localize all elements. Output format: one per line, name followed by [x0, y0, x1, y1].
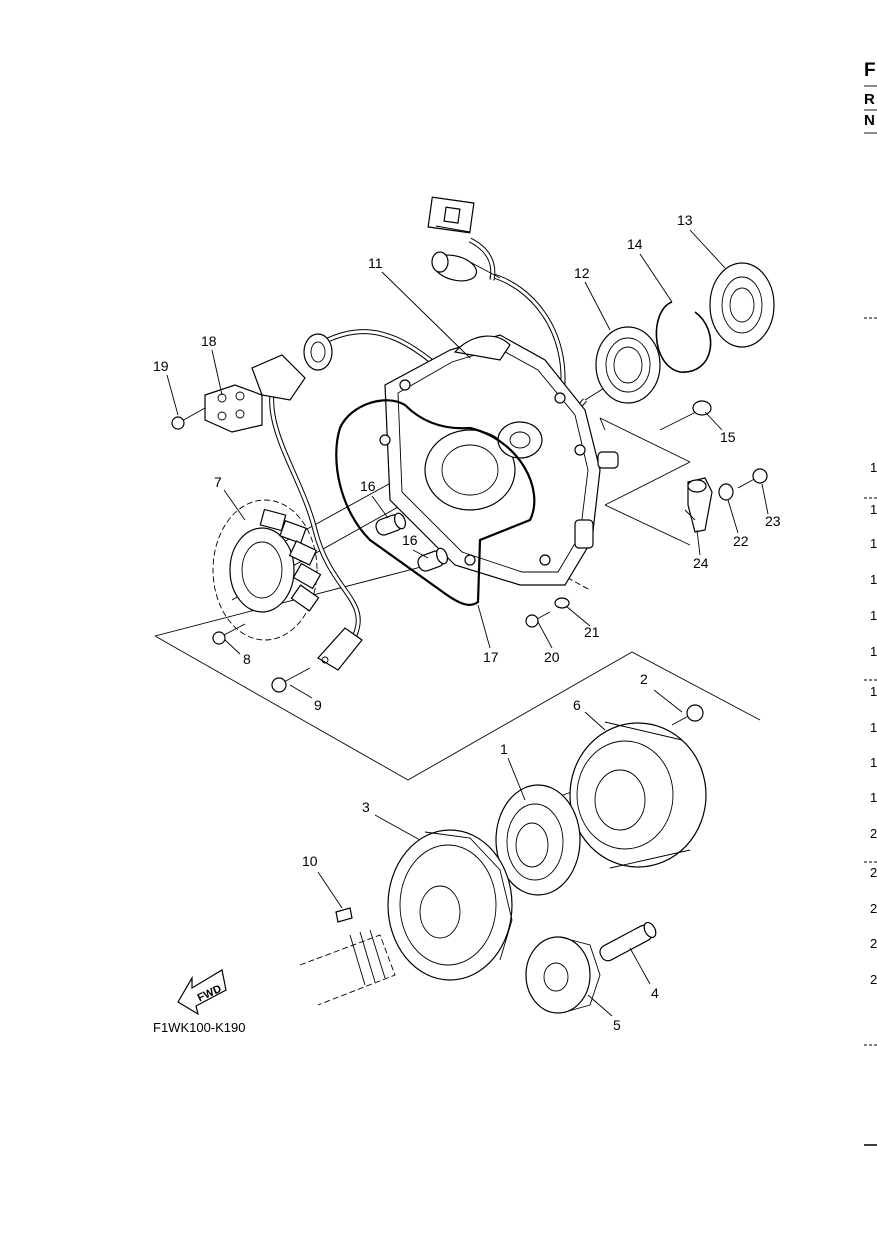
edge-row-marker: 2 [870, 865, 877, 880]
callout-6: 6 [573, 697, 581, 713]
callout-9: 9 [314, 697, 322, 713]
callout-22: 22 [733, 533, 749, 549]
pulser-connector-icon [317, 627, 363, 671]
edge-row-marker: 1 [870, 644, 877, 659]
edge-row-marker: 1 [870, 502, 877, 517]
forward-direction-arrow: FWD [177, 969, 227, 1016]
edge-row-marker: 1 [870, 684, 877, 699]
washer-icon [554, 597, 570, 609]
callout-10: 10 [302, 853, 318, 869]
callout-13: 14 [627, 236, 643, 252]
edge-row-marker: 1 [870, 608, 877, 623]
right-edge-column: F R N 1 1 1 1 1 1 1 1 1 1 2 2 2 2 2 [864, 60, 877, 1146]
circlip-icon [655, 301, 712, 373]
callout-8: 8 [243, 651, 251, 667]
cover-gasket-outline [335, 399, 536, 606]
edge-header-letter: R [864, 91, 875, 108]
crankshaft-icon [299, 929, 396, 1006]
grommet-icon [204, 333, 333, 433]
callout-1: 1 [500, 741, 508, 757]
callout-19: 19 [153, 358, 169, 374]
edge-row-marker: 1 [870, 755, 877, 770]
callout-17: 17 [483, 649, 499, 665]
edge-header-letter: N [864, 112, 875, 129]
drawing-code: F1WK100-K190 [153, 1020, 246, 1035]
callout-3: 3 [362, 799, 370, 815]
callout-4: 4 [651, 985, 659, 1001]
idle-gear-icon [525, 936, 601, 1014]
callout-7: 7 [214, 474, 222, 490]
edge-row-marker: 1 [870, 572, 877, 587]
edge-row-marker: 1 [870, 536, 877, 551]
callout-leader-lines [166, 229, 769, 1017]
edge-row-marker: 2 [870, 826, 877, 841]
callout-16a: 16 [360, 478, 376, 494]
bearing-icon [595, 326, 661, 404]
callout-21: 21 [584, 624, 600, 640]
starter-clutch-icon [495, 784, 581, 896]
callout-labels: 1 2 3 4 5 6 7 8 9 10 11 12 14 13 15 16 1… [153, 212, 781, 1033]
shaft-icon [599, 921, 657, 962]
woodruff-key-icon [335, 907, 353, 923]
callout-14: 13 [677, 212, 693, 228]
callout-23: 23 [765, 513, 781, 529]
sensor-icon [684, 477, 713, 533]
callout-18: 18 [201, 333, 217, 349]
bolt-icon [171, 400, 768, 726]
crankcase-cover-icon [379, 334, 619, 586]
harness-connector-icon [427, 196, 475, 234]
sensor-plug-icon [431, 251, 501, 282]
edge-row-marker: 1 [870, 790, 877, 805]
callout-11: 11 [368, 255, 383, 271]
rotor-icon [569, 721, 707, 869]
callout-16b: 16 [402, 532, 418, 548]
callout-12: 12 [574, 265, 590, 281]
edge-row-marker: 2 [870, 936, 877, 951]
edge-header-letter: F [864, 60, 876, 81]
callout-15: 15 [720, 429, 736, 445]
edge-row-marker: 2 [870, 901, 877, 916]
callout-2: 2 [640, 671, 648, 687]
callout-20: 20 [544, 649, 560, 665]
callout-5: 5 [613, 1017, 621, 1033]
callout-24: 24 [693, 555, 709, 571]
oil-seal-icon [709, 262, 775, 348]
edge-row-marker: 1 [870, 460, 877, 475]
spacer-icon [718, 483, 734, 501]
stator-icon [212, 499, 322, 641]
edge-row-marker: 1 [870, 720, 877, 735]
starter-wheel-gear-icon [387, 829, 513, 981]
edge-row-marker: 2 [870, 972, 877, 987]
